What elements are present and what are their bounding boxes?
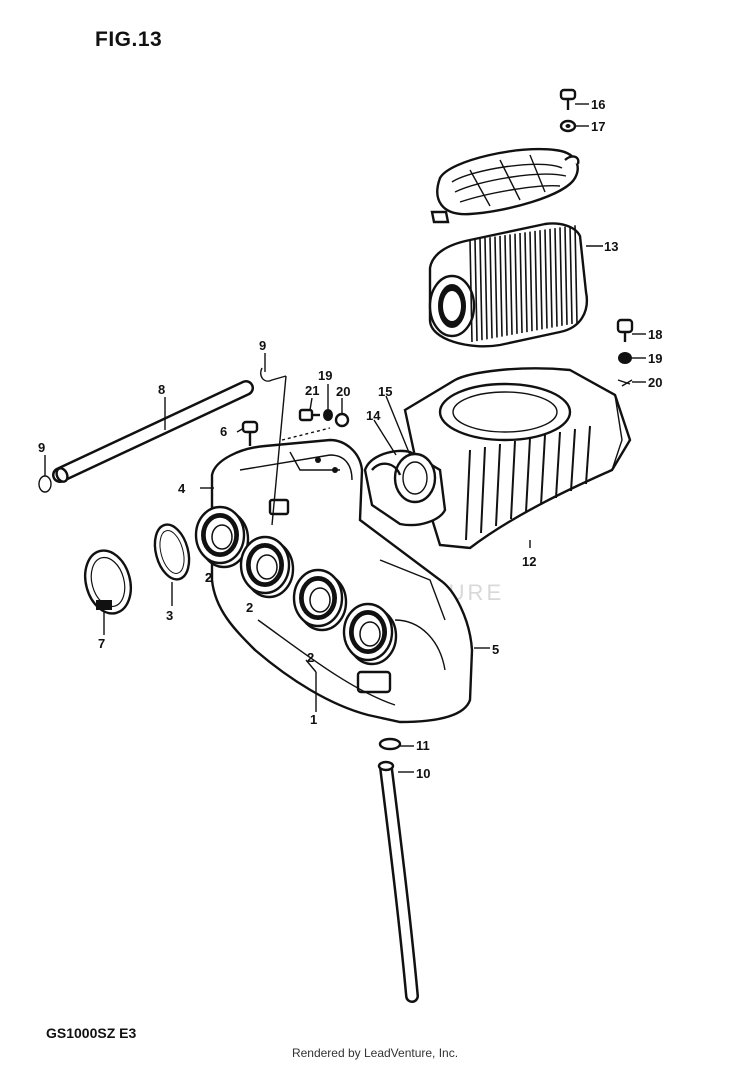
figure-title: FIG.13 — [95, 28, 163, 51]
filter-pleat — [524, 232, 528, 333]
filter-pleat — [529, 231, 533, 332]
filter-pleat — [534, 230, 538, 331]
filter-pleat — [499, 235, 503, 337]
callout-10: 10 — [416, 766, 430, 781]
bolt-6-drawing — [241, 420, 259, 446]
intake-rubber — [239, 535, 295, 599]
airbox-body-drawing — [210, 438, 474, 724]
filter-pleat — [539, 230, 543, 330]
case-rib — [510, 440, 516, 520]
case-rib — [465, 449, 471, 541]
callout-1: 1 — [310, 712, 317, 727]
leader-lines — [44, 103, 646, 773]
nut-20-left-drawing — [334, 412, 350, 428]
callout-11: 11 — [416, 738, 430, 753]
filter-pleat — [494, 236, 498, 338]
filter-cover-drawing — [430, 147, 580, 224]
callout-15: 15 — [378, 384, 392, 399]
clip-9-top-drawing — [260, 367, 287, 526]
filter-pleat — [484, 237, 488, 340]
case-rib — [495, 443, 501, 527]
filter-pleat — [504, 235, 508, 336]
callout-14: 14 — [366, 408, 381, 423]
drain-hose-10-drawing — [377, 760, 419, 1003]
filter-pleat — [469, 239, 473, 343]
callout-3: 3 — [166, 608, 173, 623]
intake-rubber — [342, 602, 398, 666]
callout-2: 2 — [246, 600, 253, 615]
intake-rubber — [292, 568, 348, 632]
callout-7: 7 — [98, 636, 105, 651]
filter-pleat — [559, 227, 563, 326]
callout-12: 12 — [522, 554, 536, 569]
air-filter-element-drawing — [428, 222, 589, 348]
breather-pipe-8-drawing — [52, 380, 254, 483]
hose-clamp-7-drawing — [83, 549, 133, 615]
case-rib — [540, 434, 546, 506]
callout-9: 9 — [259, 338, 266, 353]
clip-11-drawing — [378, 737, 402, 751]
filter-pleat — [564, 226, 568, 325]
callout-6: 6 — [220, 424, 227, 439]
filter-pleat — [509, 234, 513, 335]
intake-rubbers-drawing — [194, 505, 398, 666]
callout-20: 20 — [336, 384, 350, 399]
callout-20: 20 — [648, 375, 662, 390]
callout-2: 2 — [205, 570, 212, 585]
clip-9-left-drawing — [38, 475, 52, 493]
callout-16: 16 — [591, 97, 605, 112]
case-rib — [585, 425, 591, 485]
clip-20-right-drawing — [617, 379, 633, 387]
filter-pleat — [554, 228, 558, 327]
clamp-ring-3-drawing — [153, 523, 191, 581]
case-rib — [555, 431, 561, 499]
case-rib — [525, 437, 531, 513]
washer-19-right-drawing — [618, 352, 632, 364]
connector-tube-drawing — [363, 449, 447, 527]
callout-2: 2 — [205, 570, 212, 585]
callout-2: 2 — [307, 650, 314, 665]
callout-17: 17 — [591, 119, 605, 134]
filter-pleat — [489, 237, 493, 339]
bolt-21-drawing — [298, 408, 320, 422]
washer-19-left-drawing — [323, 409, 333, 421]
model-code: GS1000SZ E3 — [46, 1025, 137, 1041]
bolt-16-drawing — [559, 88, 577, 110]
callout-18: 18 — [648, 327, 662, 342]
callout-4: 4 — [178, 481, 186, 496]
filter-pleat — [549, 228, 553, 328]
callout-19: 19 — [648, 351, 662, 366]
washer-17-drawing — [559, 119, 577, 133]
air-cleaner-case-drawing — [403, 367, 632, 550]
callout-5: 5 — [492, 642, 499, 657]
callout-21: 21 — [305, 383, 319, 398]
filter-pleat — [479, 238, 483, 341]
callout-13: 13 — [604, 239, 618, 254]
callout-8: 8 — [158, 382, 165, 397]
filter-pleat — [544, 229, 548, 329]
intake-rubber — [194, 505, 250, 569]
callout-19: 19 — [318, 368, 332, 383]
callout-9: 9 — [38, 440, 45, 455]
filter-pleat — [574, 225, 578, 324]
filter-pleat — [514, 233, 518, 334]
filter-pleat — [474, 239, 478, 342]
filter-pleat — [569, 225, 573, 325]
case-rib — [480, 446, 486, 534]
footer-credit: Rendered by LeadVenture, Inc. — [291, 1046, 459, 1060]
filter-pleat — [519, 232, 523, 334]
case-rib — [570, 428, 576, 492]
screw-18-drawing — [616, 318, 634, 342]
